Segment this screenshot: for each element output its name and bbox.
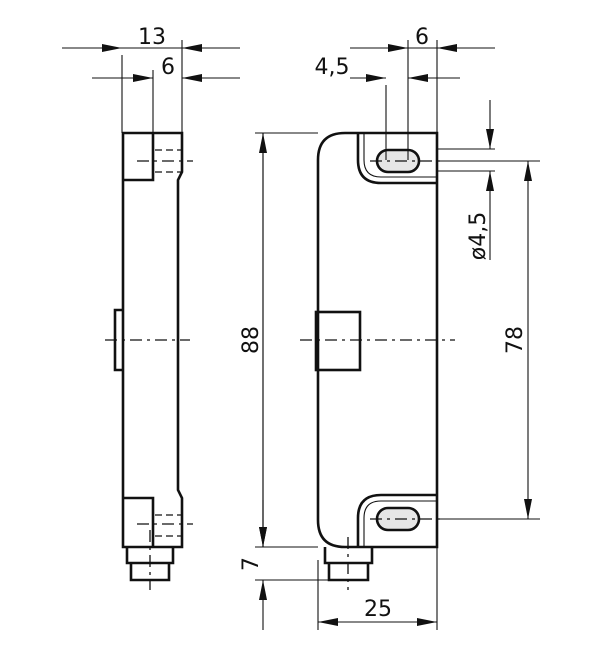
dim-hole-diameter: ø4,5 xyxy=(466,212,491,260)
dim-7: 7 xyxy=(239,557,264,571)
side-view xyxy=(105,131,193,590)
dim-78: 78 xyxy=(503,326,528,354)
dim-6-side: 6 xyxy=(161,55,175,80)
center-block xyxy=(314,310,362,372)
dim-4-5: 4,5 xyxy=(315,55,350,80)
dim-6-slot: 6 xyxy=(415,25,429,50)
dim-88: 88 xyxy=(239,326,264,354)
front-view xyxy=(300,131,455,590)
dim-13: 13 xyxy=(138,25,166,50)
dimension-lines xyxy=(62,40,540,630)
dim-25: 25 xyxy=(364,597,392,622)
